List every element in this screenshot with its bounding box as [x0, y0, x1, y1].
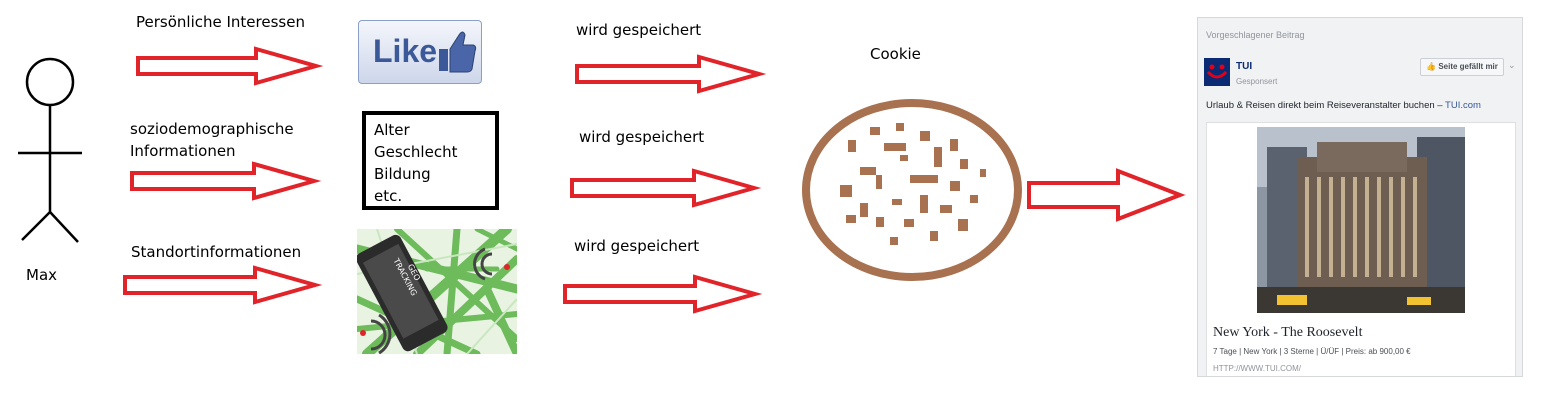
- label-personal-interests: Persönliche Interessen: [136, 13, 305, 31]
- label-location-info: Standortinformationen: [131, 243, 302, 261]
- facebook-like-widget: Like: [358, 20, 482, 84]
- cookie-label: Cookie: [870, 45, 921, 63]
- thumbs-up-icon: [439, 31, 477, 73]
- arrow-cookie-to-ad: [1027, 168, 1186, 222]
- demographics-box: Alter Geschlecht Bildung etc.: [362, 111, 499, 210]
- arrow-like-to-cookie: [575, 54, 767, 94]
- label-sociodemographic-line2: Informationen: [130, 142, 236, 160]
- stored-label-1: wird gespeichert: [576, 21, 702, 39]
- fb-sponsored-label: Gesponsert: [1236, 77, 1278, 86]
- hotel-photo: [1257, 127, 1465, 313]
- fb-ad-subline: 7 Tage | New York | 3 Sterne | Ü/ÜF | Pr…: [1213, 347, 1411, 356]
- arrow-interests-to-like: [136, 46, 324, 86]
- cookie-icon: [802, 99, 1022, 281]
- facebook-ad-card: Vorgeschlagener Beitrag TUI Gesponsert 👍…: [1197, 17, 1523, 377]
- fb-ad-link-card[interactable]: New York - The Roosevelt 7 Tage | New Yo…: [1206, 122, 1516, 376]
- arrow-demographics-to-box: [130, 161, 322, 201]
- demographic-item-etc: etc.: [374, 187, 403, 205]
- fb-suggested-post-header: Vorgeschlagener Beitrag: [1206, 30, 1305, 40]
- fb-ad-brand[interactable]: TUI: [1236, 61, 1253, 72]
- geo-tracking-image: GEO TRACKING: [357, 229, 517, 354]
- fb-ad-description-link[interactable]: TUI.com: [1445, 100, 1481, 111]
- like-page-thumb-icon: 👍: [1426, 62, 1437, 71]
- like-page-label: Seite gefällt mir: [1438, 62, 1498, 71]
- arrow-location-to-geo: [123, 265, 323, 305]
- stored-label-2: wird gespeichert: [579, 128, 705, 146]
- fb-ad-description-text: Urlaub & Reisen direkt beim Reiseveranst…: [1206, 100, 1446, 111]
- fb-ad-headline[interactable]: New York - The Roosevelt: [1213, 325, 1363, 340]
- demographic-item-gender: Geschlecht: [374, 143, 458, 161]
- fb-ad-url[interactable]: HTTP://WWW.TUI.COM/: [1213, 364, 1301, 373]
- label-sociodemographic-line1: soziodemographische: [130, 120, 294, 138]
- fb-ad-description: Urlaub & Reisen direkt beim Reiseveranst…: [1206, 100, 1481, 111]
- arrow-demographics-to-cookie: [570, 168, 762, 208]
- stored-label-3: wird gespeichert: [574, 237, 700, 255]
- demographic-item-education: Bildung: [374, 165, 431, 183]
- person-name: Max: [26, 266, 58, 284]
- chevron-down-icon[interactable]: ⌄: [1508, 60, 1516, 70]
- map-streets: [357, 229, 517, 354]
- like-page-button[interactable]: 👍 Seite gefällt mir: [1420, 58, 1504, 76]
- demographic-item-age: Alter: [374, 121, 410, 139]
- arrow-geo-to-cookie: [563, 274, 763, 314]
- stick-figure-icon: [18, 57, 82, 243]
- tui-logo-icon: [1204, 58, 1230, 86]
- like-text: Like: [373, 33, 438, 69]
